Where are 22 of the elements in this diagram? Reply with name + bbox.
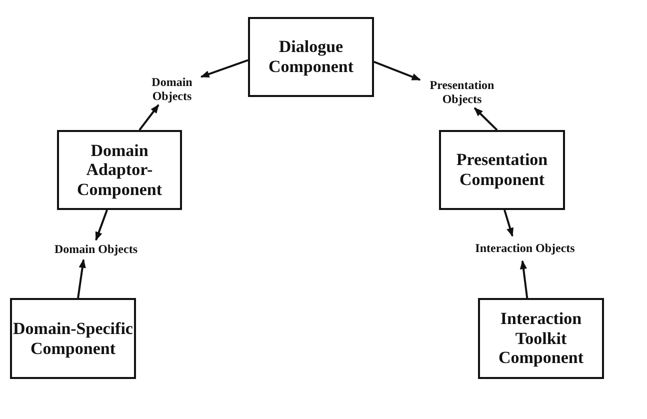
component-label: Presentation Component xyxy=(455,150,549,190)
component-box xyxy=(478,298,604,379)
data-label: Presentation Objects xyxy=(428,78,496,106)
data-label: Interaction Objects xyxy=(475,240,575,256)
component-label: Domain Adaptor-Component xyxy=(76,140,163,200)
component-label: Interaction Toolkit Component xyxy=(497,309,584,368)
arrow xyxy=(474,107,498,131)
component-box xyxy=(439,130,565,210)
arrow xyxy=(95,210,108,241)
arrow xyxy=(77,258,86,298)
component-box xyxy=(248,17,374,97)
component-box xyxy=(57,130,182,210)
component-box xyxy=(10,298,136,379)
data-label: Domain Objects xyxy=(54,242,138,256)
arrow xyxy=(374,60,421,81)
arrow xyxy=(200,59,248,78)
data-label: Domain Objects xyxy=(150,74,194,104)
component-label: Domain-Specific Component xyxy=(12,318,134,358)
arrow xyxy=(520,260,528,298)
arrow xyxy=(138,104,160,131)
arrow xyxy=(504,210,514,237)
component-label: Dialogue Component xyxy=(267,37,354,77)
